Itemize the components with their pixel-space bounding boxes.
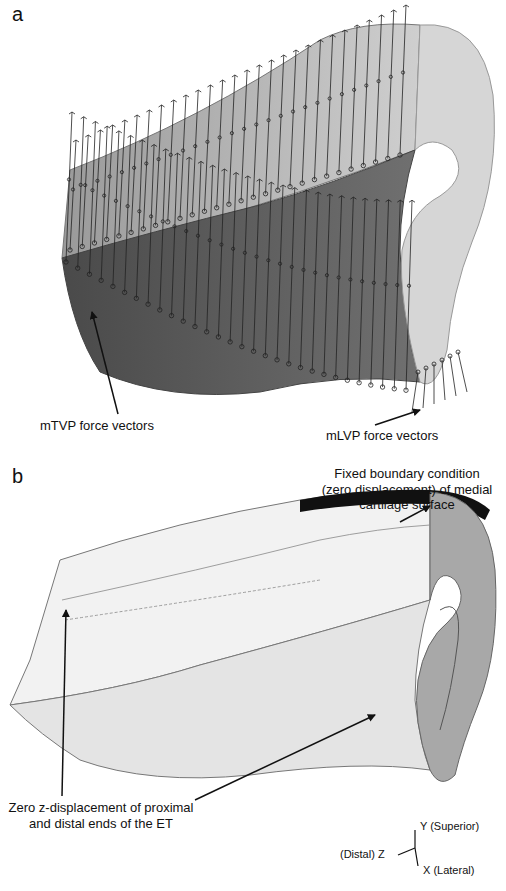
callout-label: Fixed boundary condition (zero displacem… xyxy=(318,466,496,513)
axis-label: Y (Superior) xyxy=(420,820,479,833)
et-model-a xyxy=(62,5,494,412)
axis-triad xyxy=(398,830,418,866)
panel-letter: a xyxy=(12,2,23,26)
callout-label: Zero z-displacement of proximal and dist… xyxy=(6,800,196,831)
callout-label: mLVP force vectors xyxy=(326,428,438,444)
axis-label: X (Lateral) xyxy=(423,864,474,877)
axis-label: (Distal) Z xyxy=(340,848,385,861)
panel-letter: b xyxy=(12,464,23,488)
leader-lines xyxy=(62,312,430,800)
et-model-b xyxy=(10,490,496,782)
callout-label: mTVP force vectors xyxy=(40,418,154,434)
